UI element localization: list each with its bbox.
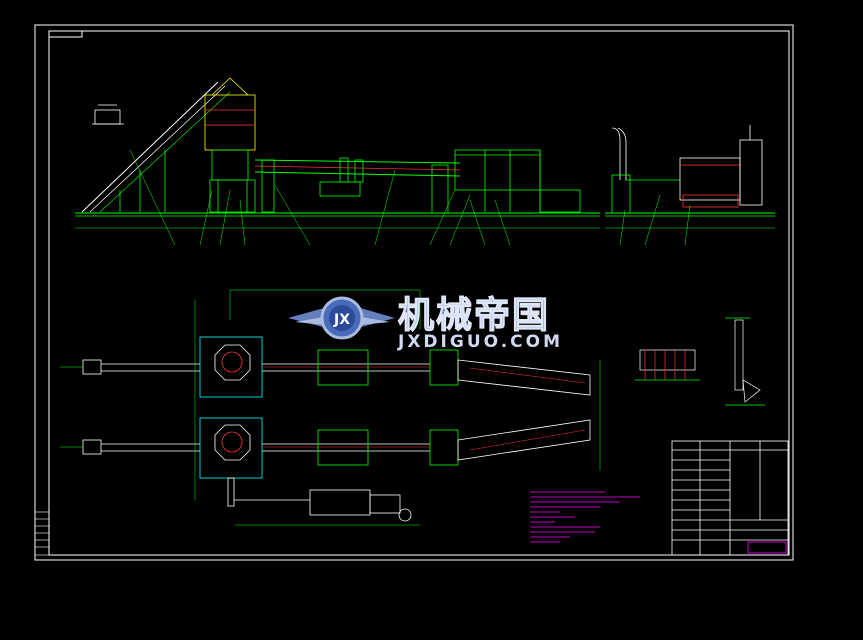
technical-notes: [530, 491, 640, 543]
side-elevation-view: [605, 125, 775, 246]
watermark-brand-cn: 机械帝国: [398, 295, 550, 336]
watermark-url: JXDIGUO.COM: [397, 332, 563, 352]
logo-text: JX: [333, 312, 350, 328]
elevation-view: [75, 77, 600, 246]
plan-view: [60, 289, 601, 526]
sheet-frame: [34, 24, 794, 561]
detail-views: [635, 317, 765, 406]
title-block: [671, 440, 789, 556]
margin-stamp: [34, 511, 50, 556]
watermark: JX 机械帝国 JXDIGUO.COM: [288, 294, 563, 352]
